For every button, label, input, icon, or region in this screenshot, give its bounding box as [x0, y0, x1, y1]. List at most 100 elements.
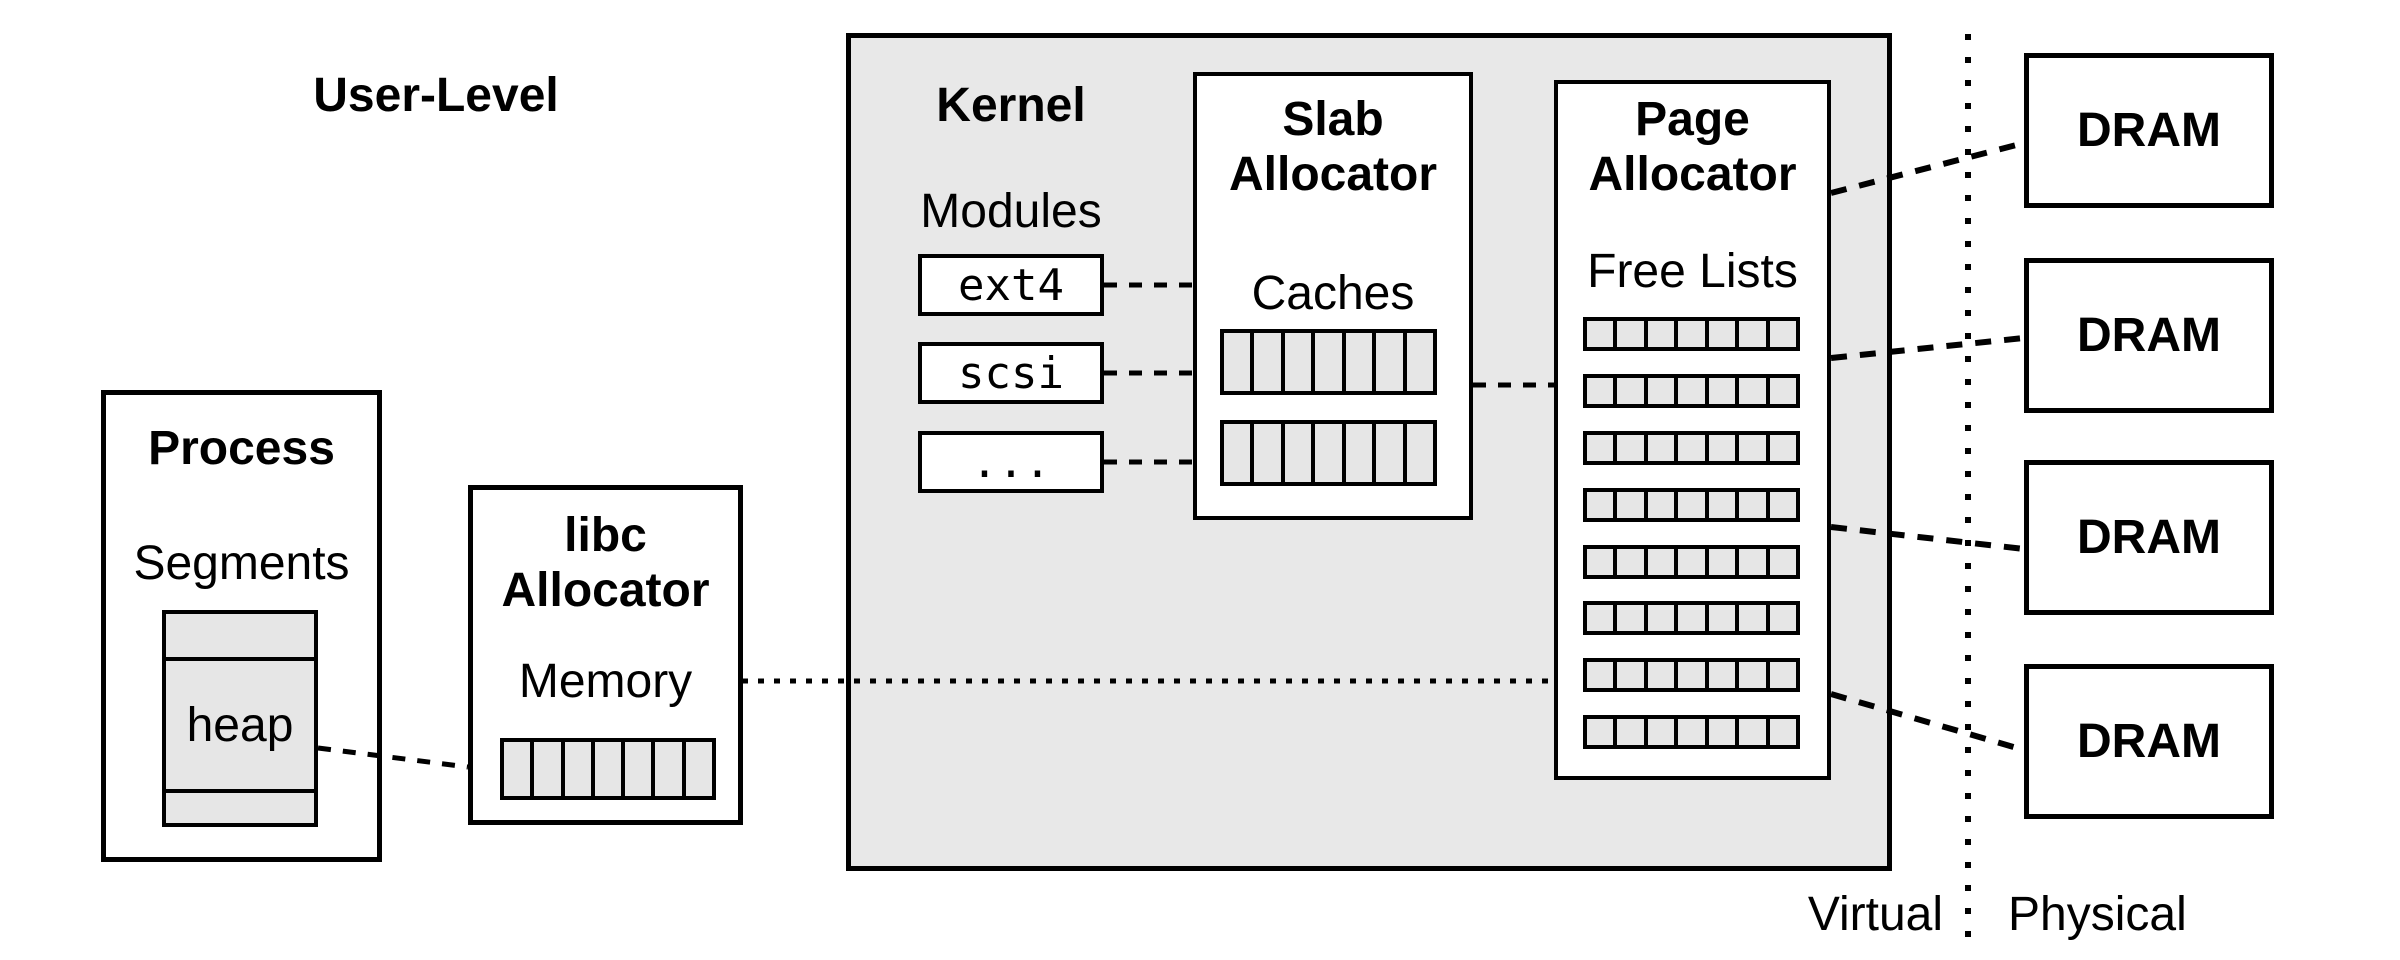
- cell: [1284, 424, 1312, 482]
- cell: [1406, 424, 1433, 482]
- cell: [1254, 424, 1281, 482]
- cell: [1345, 333, 1373, 391]
- libc-title-line2: Allocator: [501, 564, 710, 618]
- cell: [1769, 492, 1796, 518]
- cell: [1708, 492, 1736, 518]
- cell: [1678, 321, 1705, 347]
- free-list-row: [1583, 431, 1800, 465]
- libc-title-line1: libc: [564, 509, 647, 562]
- cell: [655, 742, 682, 796]
- cell: [1254, 333, 1281, 391]
- cell: [1587, 719, 1614, 745]
- memory-label: Memory: [518, 655, 693, 708]
- page-allocator-box: Page Allocator Free Lists: [1554, 80, 1831, 780]
- page-allocator-title: Page Allocator: [1558, 92, 1827, 202]
- cell: [1406, 333, 1433, 391]
- dram-box-4: DRAM: [2024, 664, 2274, 819]
- libc-allocator-title: libc Allocator: [473, 508, 738, 618]
- cell: [625, 742, 652, 796]
- cell: [1315, 333, 1342, 391]
- kernel-title: Kernel: [936, 79, 1086, 132]
- module-box-scsi: scsi: [918, 342, 1104, 404]
- segment-top: [166, 614, 314, 657]
- cell: [1376, 333, 1403, 391]
- cell: [1739, 378, 1766, 404]
- cell: [1617, 492, 1644, 518]
- free-lists-label: Free Lists: [1587, 245, 1798, 298]
- page-title-line2: Allocator: [1588, 148, 1797, 202]
- cell: [1587, 549, 1614, 575]
- kernel-box: Kernel Modules ext4 scsi ... Slab Alloca…: [846, 33, 1892, 871]
- segment-divider: [166, 657, 314, 661]
- free-list-row: [1583, 317, 1800, 351]
- cell: [1739, 662, 1766, 688]
- cell: [1617, 549, 1644, 575]
- cell: [1224, 333, 1251, 391]
- cell: [1587, 605, 1614, 631]
- cell: [1647, 605, 1675, 631]
- cell: [1678, 378, 1705, 404]
- cell: [1647, 378, 1675, 404]
- segments-label: Segments: [133, 537, 350, 590]
- cell: [685, 742, 712, 796]
- cell: [1647, 549, 1675, 575]
- slab-title-line1: Slab: [1282, 93, 1384, 146]
- cell: [1769, 605, 1796, 631]
- cell: [1708, 378, 1736, 404]
- cell: [1708, 719, 1736, 745]
- user-level-label: User-Level: [313, 69, 559, 122]
- cell: [1587, 662, 1614, 688]
- cache-row: [1220, 420, 1437, 486]
- segment-bottom: [166, 793, 314, 823]
- cell: [1739, 492, 1766, 518]
- cell: [1769, 378, 1796, 404]
- cache-row: [1220, 329, 1437, 395]
- cell: [1647, 492, 1675, 518]
- dram-box-2: DRAM: [2024, 258, 2274, 413]
- process-box: Process Segments heap: [101, 390, 382, 862]
- segment-divider: [166, 789, 314, 793]
- free-list-row: [1583, 601, 1800, 635]
- cell: [1284, 333, 1312, 391]
- free-list-row: [1583, 715, 1800, 749]
- cell: [1678, 435, 1705, 461]
- cell: [1678, 662, 1705, 688]
- page-title-line1: Page: [1635, 93, 1750, 146]
- dram-box-3: DRAM: [2024, 460, 2274, 615]
- cell: [1769, 321, 1796, 347]
- cell: [1708, 549, 1736, 575]
- free-list-row: [1583, 374, 1800, 408]
- cell: [1769, 719, 1796, 745]
- cell: [1376, 424, 1403, 482]
- caches-label: Caches: [1251, 267, 1415, 320]
- free-list-row: [1583, 545, 1800, 579]
- virtual-label: Virtual: [1807, 888, 1943, 941]
- cell: [1708, 605, 1736, 631]
- cell: [1315, 424, 1342, 482]
- cell: [1224, 424, 1251, 482]
- free-list-row: [1583, 488, 1800, 522]
- libc-allocator-box: libc Allocator Memory: [468, 485, 743, 825]
- cell: [1678, 605, 1705, 631]
- module-box-ext4: ext4: [918, 254, 1104, 316]
- cell: [1587, 321, 1614, 347]
- cell: [1739, 605, 1766, 631]
- cell: [1708, 662, 1736, 688]
- cell: [1617, 378, 1644, 404]
- cell: [1739, 549, 1766, 575]
- slab-allocator-box: Slab Allocator Caches: [1193, 72, 1473, 520]
- free-list-row: [1583, 658, 1800, 692]
- cell: [1769, 662, 1796, 688]
- cell: [1678, 719, 1705, 745]
- cell: [1617, 435, 1644, 461]
- process-title: Process: [148, 422, 335, 475]
- cell: [504, 742, 531, 796]
- cell: [1617, 719, 1644, 745]
- slab-title-line2: Allocator: [1228, 148, 1438, 202]
- cell: [1647, 435, 1675, 461]
- cell: [1617, 662, 1644, 688]
- cell: [1708, 435, 1736, 461]
- cell: [1708, 321, 1736, 347]
- heap-segment: heap: [166, 661, 314, 789]
